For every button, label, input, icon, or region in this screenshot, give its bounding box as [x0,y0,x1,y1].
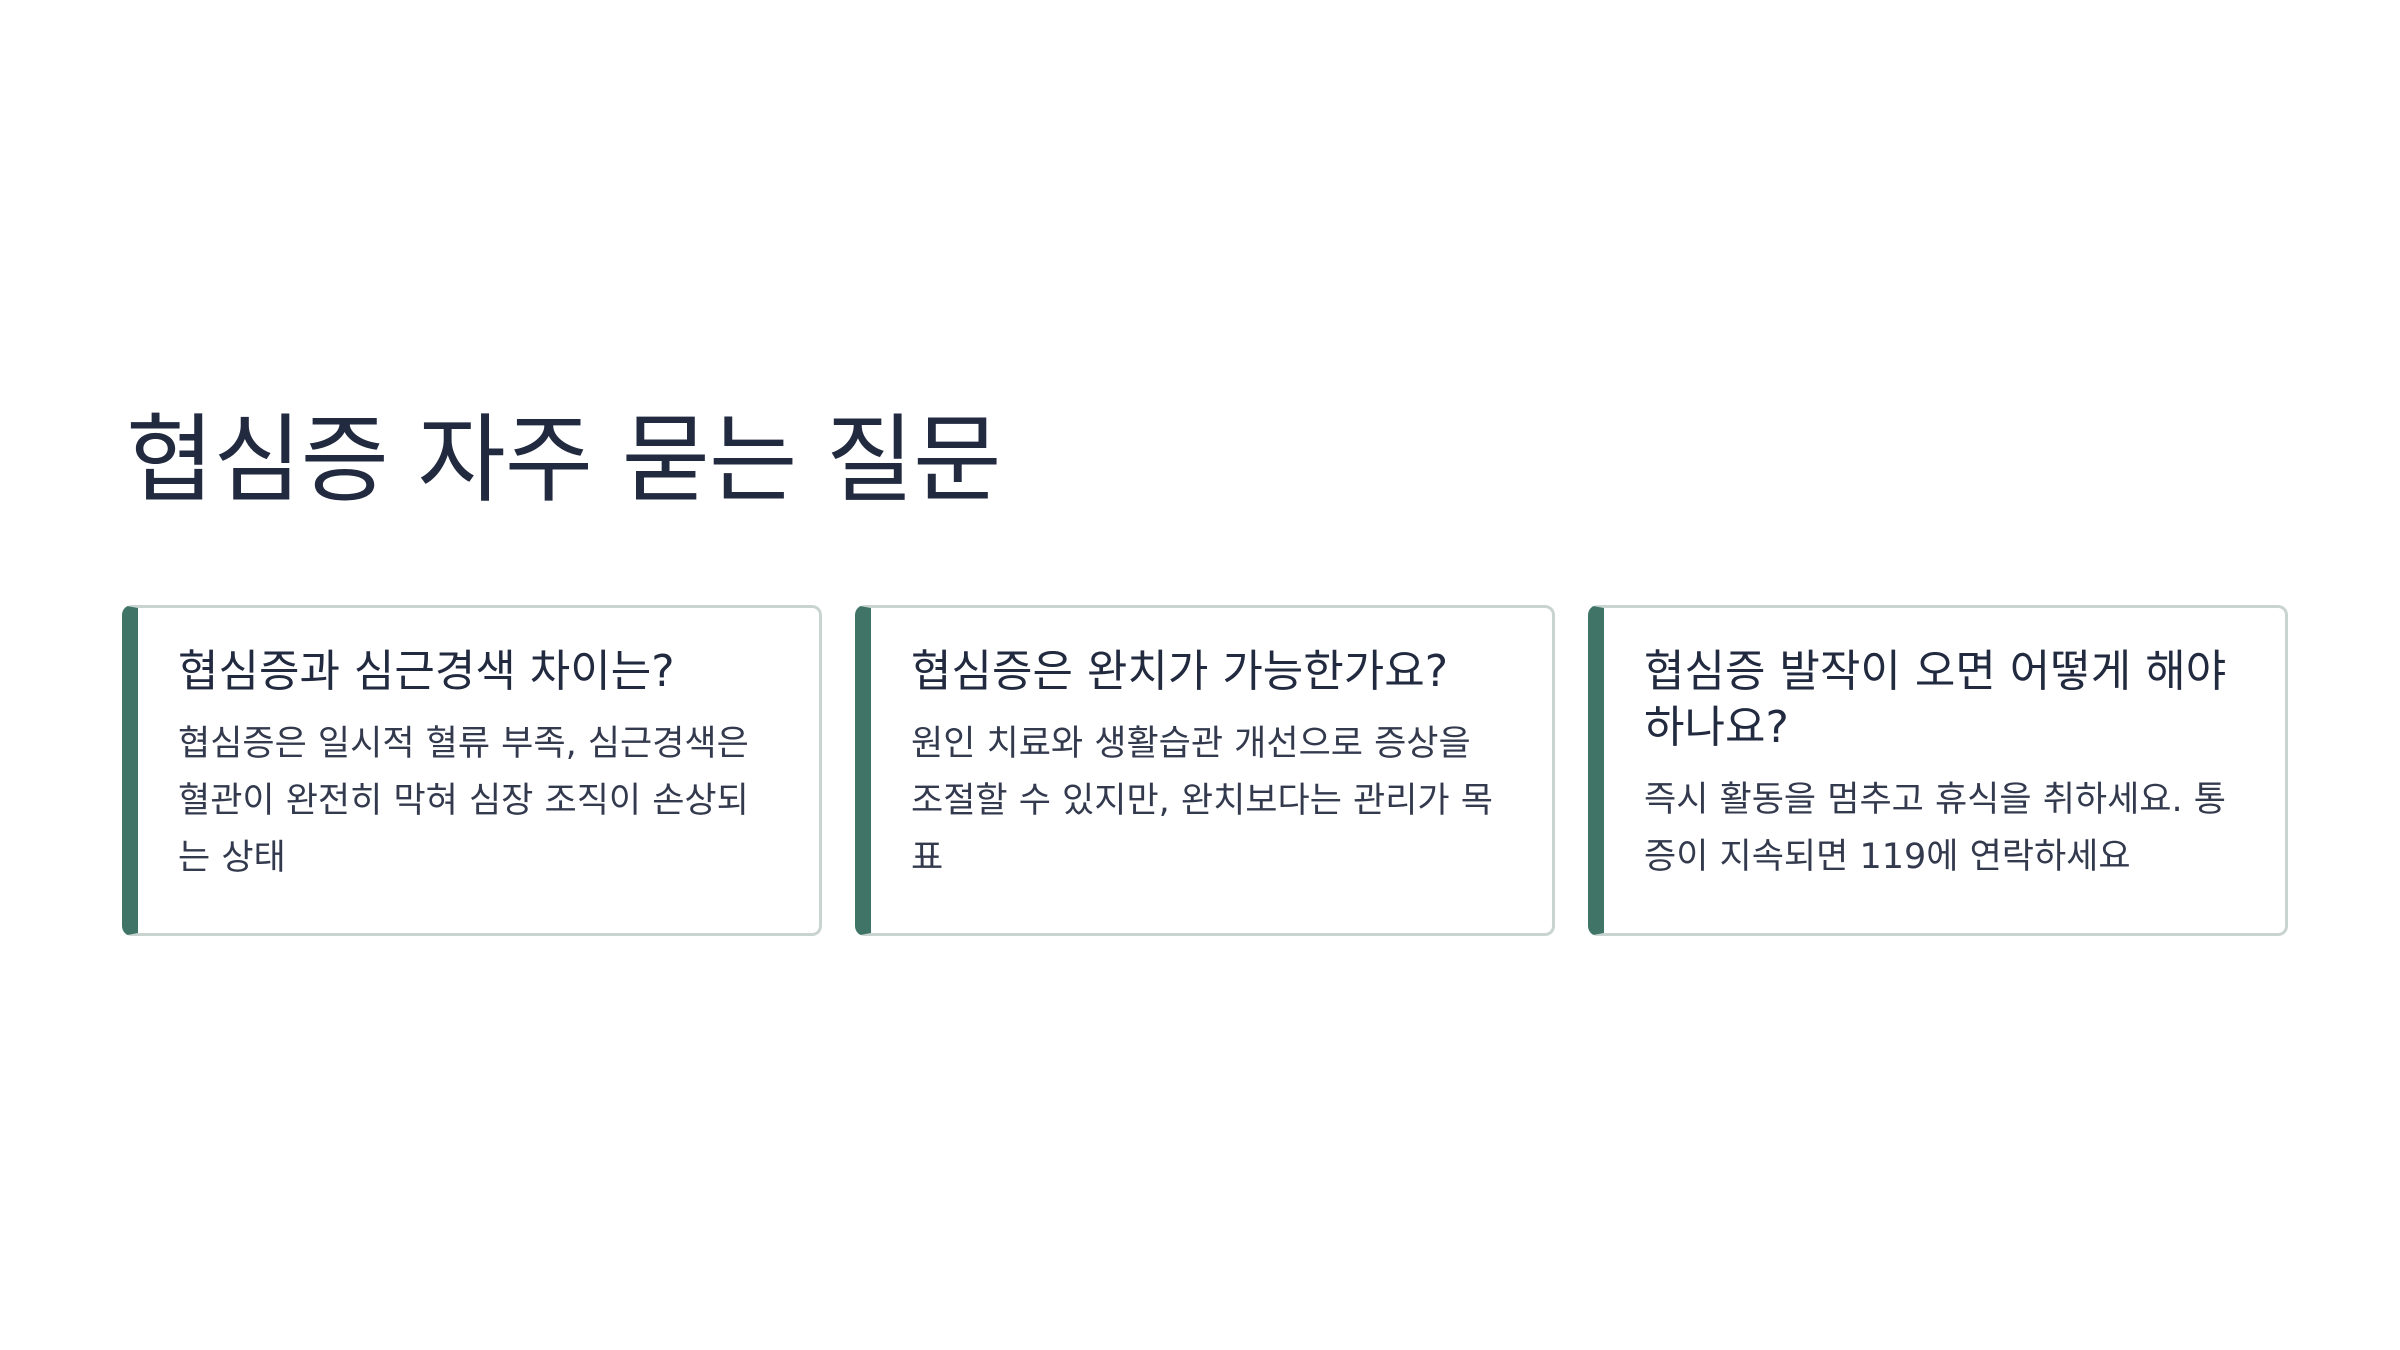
faq-question: 협심증 발작이 오면 어떻게 해야 하나요? [1644,646,2227,753]
faq-card: 협심증은 완치가 가능한가요? 원인 치료와 생활습관 개선으로 증상을 조절할… [855,605,1555,936]
faq-answer: 원인 치료와 생활습관 개선으로 증상을 조절할 수 있지만, 완치보다는 관리… [911,724,1493,878]
faq-card: 협심증과 심근경색 차이는? 협심증은 일시적 혈류 부족, 심근경색은 혈관이… [122,605,822,936]
faq-question: 협심증과 심근경색 차이는? [178,646,675,697]
faq-card-list: 협심증과 심근경색 차이는? 협심증은 일시적 혈류 부족, 심근경색은 혈관이… [122,605,2288,936]
faq-answer: 즉시 활동을 멈추고 휴식을 취하세요. 통증이 지속되면 119에 연락하세요 [1644,780,2226,877]
faq-card: 협심증 발작이 오면 어떻게 해야 하나요? 즉시 활동을 멈추고 휴식을 취하… [1588,605,2288,936]
faq-question: 협심증은 완치가 가능한가요? [911,646,1449,697]
faq-answer: 협심증은 일시적 혈류 부족, 심근경색은 혈관이 완전히 막혀 심장 조직이 … [178,724,749,878]
page-title: 협심증 자주 묻는 질문 [126,404,1001,516]
